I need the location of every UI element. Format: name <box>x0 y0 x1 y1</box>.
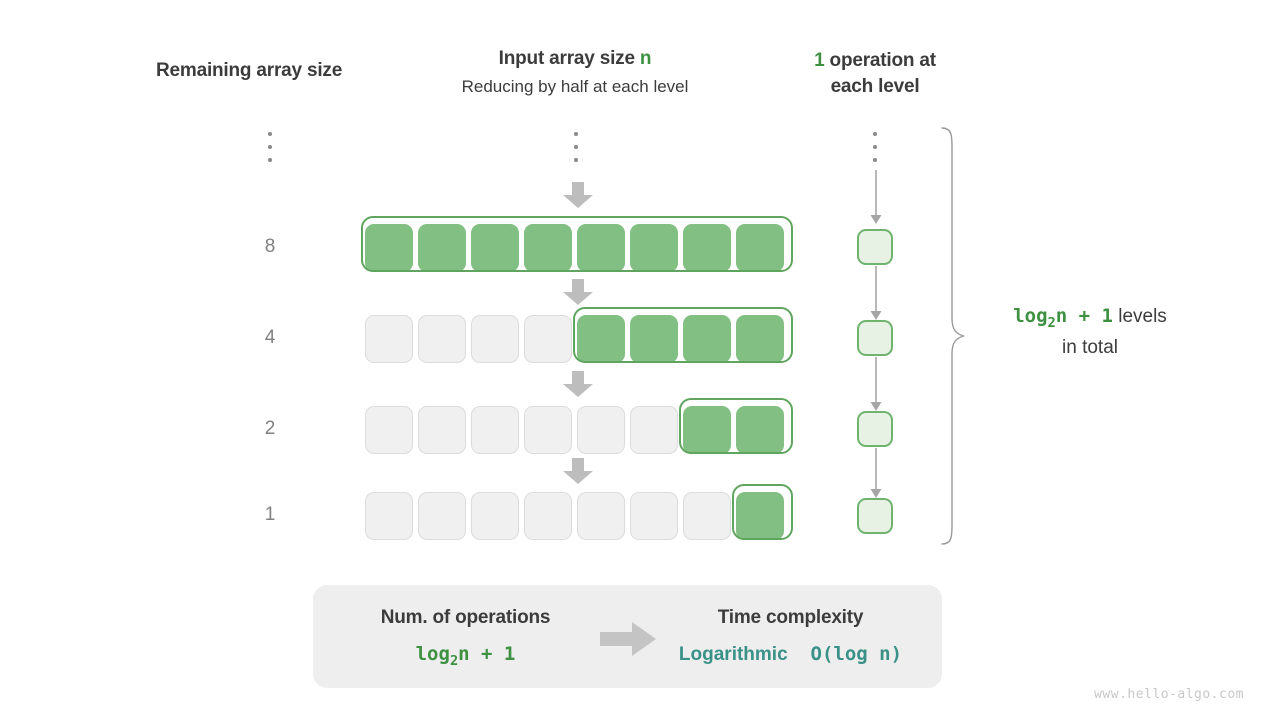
levels-annotation: log2n + 1 levels in total <box>970 303 1210 361</box>
dot-icon <box>268 132 272 136</box>
dot-icon <box>873 145 877 149</box>
array-cell-active <box>577 224 625 272</box>
array-cell-inactive <box>365 492 413 540</box>
array-cell-active <box>524 224 572 272</box>
row-label-2: 2 <box>264 418 276 439</box>
array-cell-active <box>736 492 784 540</box>
array-cell-inactive <box>524 492 572 540</box>
operation-connector-arrow-icon <box>870 448 882 498</box>
array-cell-active <box>736 406 784 454</box>
header-operations-per-level: 1 operation at each level <box>780 48 970 100</box>
array-cell-inactive <box>365 406 413 454</box>
array-cell-active <box>683 224 731 272</box>
array-cell-inactive <box>630 406 678 454</box>
row-label-4: 4 <box>264 327 276 348</box>
array-cell-active <box>577 315 625 363</box>
summary-operations-column: Num. of operations log2n + 1 <box>333 607 598 669</box>
header-reducing-subtitle: Reducing by half at each level <box>461 77 689 96</box>
array-row-2 <box>365 402 784 458</box>
operation-connector-arrow-icon <box>870 357 882 411</box>
array-cell-inactive <box>418 315 466 363</box>
array-cell-active <box>630 315 678 363</box>
ellipsis-operations-column <box>869 132 881 162</box>
summary-panel: Num. of operations log2n + 1 Time comple… <box>313 585 942 688</box>
levels-brace-icon <box>941 127 965 545</box>
dot-icon <box>574 145 578 149</box>
dot-icon <box>268 145 272 149</box>
halving-arrow-icon <box>563 279 593 305</box>
array-cell-inactive <box>524 406 572 454</box>
array-cell-active <box>365 224 413 272</box>
header-operation-text-line2: each level <box>830 76 920 98</box>
array-row-1 <box>365 488 784 544</box>
operation-cell-level-1 <box>857 229 893 265</box>
ellipsis-array-column <box>570 132 582 162</box>
operation-cell-level-3 <box>857 411 893 447</box>
levels-formula: log2n + 1 <box>1013 305 1113 331</box>
halving-arrow-icon <box>563 371 593 397</box>
complexity-name: Logarithmic <box>678 644 788 665</box>
dot-icon <box>574 158 578 162</box>
array-cell-inactive <box>471 315 519 363</box>
array-row-4 <box>365 311 784 367</box>
array-cell-inactive <box>418 492 466 540</box>
operation-connector-arrow-icon <box>870 266 882 320</box>
header-input-array-size-text: Input array size <box>498 48 640 69</box>
ellipsis-left-column <box>264 132 276 162</box>
array-cell-inactive <box>365 315 413 363</box>
summary-operations-title: Num. of operations <box>380 607 551 628</box>
array-cell-inactive <box>630 492 678 540</box>
header-operation-text: operation at <box>824 50 937 71</box>
array-cell-inactive <box>683 492 731 540</box>
header-input-array-size: Input array size n Reducing by half at e… <box>395 48 755 97</box>
array-cell-inactive <box>471 492 519 540</box>
dot-icon <box>574 132 578 136</box>
operation-cell-level-4 <box>857 498 893 534</box>
array-cell-active <box>418 224 466 272</box>
operation-connector-arrow-icon <box>870 170 882 224</box>
array-cell-inactive <box>577 406 625 454</box>
array-cell-inactive <box>524 315 572 363</box>
watermark: www.hello-algo.com <box>1094 687 1244 702</box>
header-remaining-array-size: Remaining array size <box>156 60 343 81</box>
complexity-notation: O(log n) <box>810 643 903 665</box>
dot-icon <box>268 158 272 162</box>
levels-label-tail: levels <box>1112 306 1167 327</box>
row-label-8: 8 <box>264 236 276 257</box>
header-variable-n: n <box>639 48 652 69</box>
dot-icon <box>873 158 877 162</box>
array-cell-inactive <box>418 406 466 454</box>
array-cell-inactive <box>577 492 625 540</box>
operation-cell-level-2 <box>857 320 893 356</box>
array-cell-active <box>736 315 784 363</box>
array-cell-active <box>736 224 784 272</box>
summary-complexity-column: Time complexity Logarithmic O(log n) <box>658 607 923 666</box>
array-cell-active <box>471 224 519 272</box>
array-cell-active <box>683 406 731 454</box>
array-cell-inactive <box>471 406 519 454</box>
array-cell-active <box>630 224 678 272</box>
arrow-right-icon <box>600 622 656 656</box>
halving-arrow-icon <box>563 458 593 484</box>
array-cell-active <box>683 315 731 363</box>
halving-arrow-icon <box>563 182 593 208</box>
array-row-8 <box>365 220 784 276</box>
dot-icon <box>873 132 877 136</box>
summary-complexity-value: Logarithmic O(log n) <box>658 643 923 666</box>
header-operation-count: 1 <box>814 50 825 71</box>
summary-complexity-title: Time complexity <box>717 607 864 628</box>
levels-label-line2: in total <box>1062 336 1118 358</box>
row-label-1: 1 <box>264 504 276 525</box>
summary-operations-value: log2n + 1 <box>415 643 516 669</box>
